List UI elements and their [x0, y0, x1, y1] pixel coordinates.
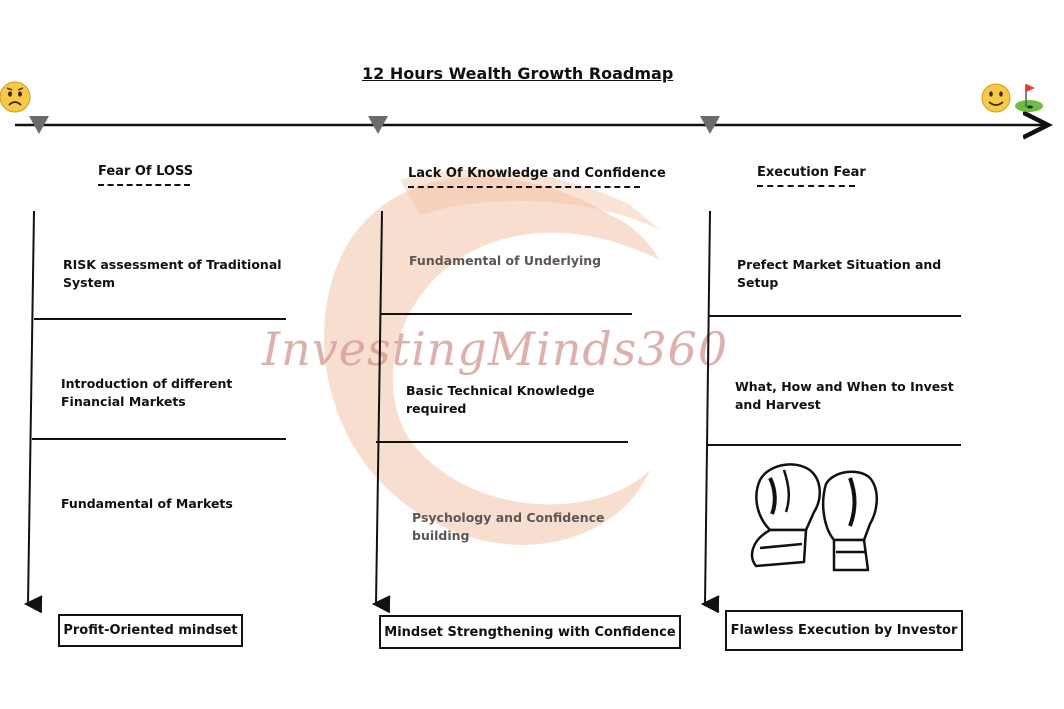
- column-2-item-3: Psychology and Confidence building: [412, 510, 605, 543]
- smiling-face-icon: [981, 83, 1011, 113]
- column-3-heading: Execution Fear: [757, 165, 866, 180]
- golf-flag-icon: [1015, 84, 1043, 112]
- milestone-marker: [368, 116, 388, 134]
- column-2-item-2: Basic Technical Knowledge required: [406, 383, 595, 416]
- watermark-text: InvestingMinds360: [262, 322, 729, 376]
- column-1-heading: Fear Of LOSS: [98, 164, 194, 179]
- column-1-item-3: Fundamental of Markets: [61, 496, 233, 511]
- column-2-outcome: Mindset Strengthening with Confidence: [379, 615, 681, 649]
- column-3-item-1: Prefect Market Situation and Setup: [737, 257, 942, 290]
- milestone-marker: [700, 116, 720, 134]
- divider: [376, 441, 628, 443]
- heading-underline: [98, 184, 190, 186]
- column-1-arrow: [28, 210, 34, 604]
- worried-face-icon: [0, 81, 31, 113]
- divider: [707, 444, 961, 446]
- column-1-item-1: RISK assessment of Traditional System: [63, 257, 282, 290]
- column-1-item-2: Introduction of different Financial Mark…: [61, 376, 233, 409]
- divider: [709, 315, 961, 317]
- column-3-item-2: What, How and When to Invest and Harvest: [735, 379, 954, 412]
- column-1-outcome: Profit-Oriented mindset: [58, 614, 243, 647]
- column-3-arrow: [705, 210, 710, 604]
- column-2-item-1: Fundamental of Underlying: [409, 253, 602, 268]
- divider: [34, 318, 286, 320]
- heading-underline: [757, 185, 855, 187]
- milestone-marker: [29, 116, 49, 134]
- page-title: 12 Hours Wealth Growth Roadmap: [362, 64, 674, 83]
- column-2-heading: Lack Of Knowledge and Confidence: [408, 166, 666, 181]
- heading-underline: [408, 186, 640, 188]
- divider: [380, 313, 632, 315]
- divider: [32, 438, 286, 440]
- column-2-arrow: [376, 210, 382, 604]
- column-3-outcome: Flawless Execution by Investor: [725, 610, 963, 651]
